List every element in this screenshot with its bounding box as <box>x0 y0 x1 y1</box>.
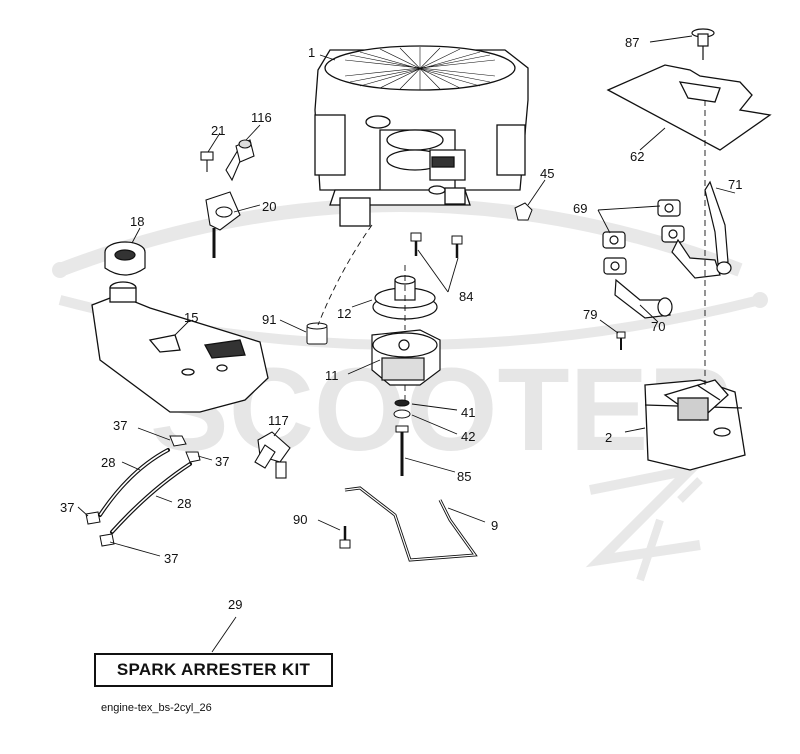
label-part-91: 91 <box>262 312 276 327</box>
fuel-cap-18 <box>104 241 146 276</box>
part-numbers: 1 2 9 11 12 15 18 20 21 28 28 29 37 37 3… <box>60 35 742 612</box>
label-part-18: 18 <box>130 214 144 229</box>
label-part-116: 116 <box>251 110 272 125</box>
washers-bolt <box>393 399 411 476</box>
label-part-2: 2 <box>605 430 612 445</box>
label-part-85: 85 <box>457 469 471 484</box>
nut-45 <box>514 202 533 221</box>
label-part-79: 79 <box>583 307 597 322</box>
label-part-69: 69 <box>573 201 587 216</box>
fuel-tank-15 <box>91 281 269 413</box>
label-part-9: 9 <box>491 518 498 533</box>
label-part-11: 11 <box>325 368 339 383</box>
label-part-37-c: 37 <box>60 500 74 515</box>
spark-arrester-kit-label: SPARK ARRESTER KIT <box>116 660 311 679</box>
label-part-37-d: 37 <box>164 551 178 566</box>
label-part-37-b: 37 <box>215 454 229 469</box>
label-part-87: 87 <box>625 35 639 50</box>
label-part-117: 117 <box>268 413 289 428</box>
diagram-caption: engine-tex_bs-2cyl_26 <box>101 702 212 714</box>
label-part-45: 45 <box>540 166 554 181</box>
throttle-bracket-20 <box>200 139 255 258</box>
bolts-84 <box>410 232 463 258</box>
knob-part <box>691 28 715 60</box>
clutch-11 <box>371 329 441 386</box>
leader-lines <box>77 35 736 653</box>
exhaust-pipes-part <box>614 180 732 319</box>
label-part-29: 29 <box>228 597 242 612</box>
label-part-71: 71 <box>728 177 742 192</box>
engine-part <box>314 45 529 227</box>
spacer-91 <box>306 322 328 345</box>
label-part-1: 1 <box>308 45 315 60</box>
muffler-part <box>644 379 746 471</box>
label-part-42: 42 <box>461 429 475 444</box>
label-part-28-a: 28 <box>101 455 115 470</box>
label-part-28-b: 28 <box>177 496 191 511</box>
gaskets-part <box>602 199 685 275</box>
label-part-41: 41 <box>461 405 475 420</box>
assembly-lines <box>317 100 706 400</box>
clamps-37 <box>85 435 201 547</box>
screw-90 <box>339 526 351 549</box>
label-part-84: 84 <box>459 289 473 304</box>
label-part-12: 12 <box>337 306 351 321</box>
rod-9 <box>344 486 478 562</box>
label-part-62: 62 <box>630 149 644 164</box>
fuel-valve-117 <box>254 431 291 479</box>
label-part-90: 90 <box>293 512 307 527</box>
screw-79 <box>616 331 626 350</box>
spark-arrester-kit-box: SPARK ARRESTER KIT <box>94 653 333 687</box>
label-part-21: 21 <box>211 123 225 138</box>
label-part-20: 20 <box>262 199 276 214</box>
heat-shield-part <box>606 64 772 151</box>
label-part-15: 15 <box>184 310 198 325</box>
label-part-70: 70 <box>651 319 665 334</box>
label-part-37-a: 37 <box>113 418 127 433</box>
